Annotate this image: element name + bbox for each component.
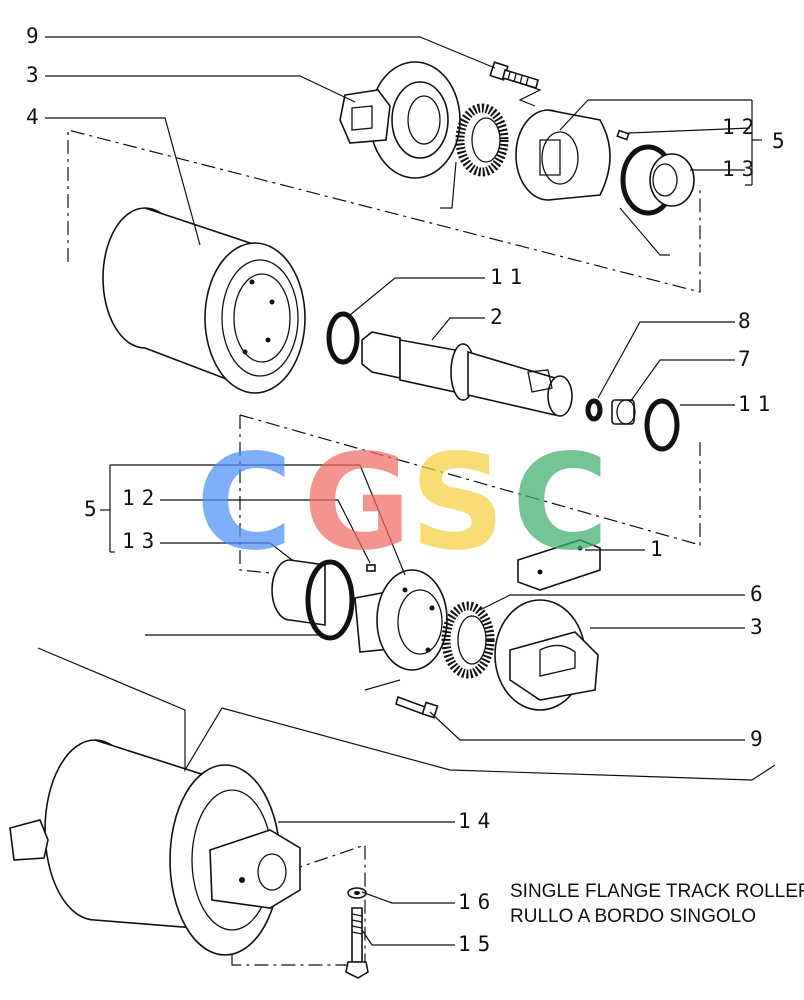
pin-bottom bbox=[366, 564, 376, 572]
callout-7: 7 bbox=[738, 347, 758, 371]
caption-italian: RULLO A BORDO SINGOLO bbox=[510, 906, 756, 927]
roller-body bbox=[102, 207, 306, 394]
washer bbox=[585, 398, 603, 422]
upper-group-outline bbox=[67, 129, 701, 293]
seal-ring-mid bbox=[326, 311, 360, 365]
callout-3-bottom: 3 bbox=[750, 615, 770, 639]
washer-16 bbox=[347, 887, 367, 899]
watermark-letter: C bbox=[196, 426, 293, 580]
caption: SINGLE FLANGE TRACK ROLLER RULLO A BORDO… bbox=[510, 881, 804, 927]
watermark-letter: C bbox=[512, 426, 609, 580]
shaft bbox=[361, 331, 573, 417]
callout-12-left: 12 bbox=[122, 486, 161, 510]
watermark: C G S C bbox=[196, 426, 609, 580]
seal-top bbox=[455, 103, 509, 177]
callout-labels: 9 3 4 12 5 13 11 2 8 7 11 5 12 13 1 6 3 … bbox=[26, 24, 792, 956]
caption-english: SINGLE FLANGE TRACK ROLLER bbox=[510, 881, 804, 902]
bolt-bottom bbox=[395, 695, 439, 719]
callout-13-top: 13 bbox=[722, 157, 761, 181]
callout-3-top: 3 bbox=[26, 63, 46, 87]
watermark-letter: S bbox=[410, 426, 505, 580]
assembled-roller bbox=[9, 739, 301, 956]
end-cap-top bbox=[339, 61, 461, 179]
bolt-top bbox=[489, 61, 539, 90]
callout-8: 8 bbox=[738, 309, 758, 333]
lower-group-outline bbox=[239, 414, 701, 576]
collar-assembly-top bbox=[515, 109, 611, 201]
callout-5-top: 5 bbox=[772, 129, 792, 153]
leader-lines bbox=[37, 36, 776, 946]
callout-14: 14 bbox=[458, 809, 497, 833]
pin-top bbox=[616, 129, 630, 141]
callout-9-bottom: 9 bbox=[750, 727, 770, 751]
callout-12-top: 12 bbox=[722, 115, 761, 139]
callout-15: 15 bbox=[458, 932, 497, 956]
block bbox=[517, 539, 601, 591]
collar-assembly-bottom bbox=[354, 569, 448, 671]
bolt-15 bbox=[345, 907, 369, 979]
callout-9-top: 9 bbox=[26, 24, 46, 48]
end-cap-bottom bbox=[494, 599, 599, 711]
bushing-bottom bbox=[271, 559, 355, 641]
callout-5-left: 5 bbox=[84, 497, 104, 521]
callout-16: 16 bbox=[458, 890, 497, 914]
seal-bottom bbox=[441, 601, 495, 679]
assembly-outline bbox=[231, 844, 366, 966]
callout-11-right: 11 bbox=[738, 392, 777, 416]
callout-4: 4 bbox=[26, 105, 46, 129]
watermark-letter: G bbox=[303, 426, 411, 580]
callout-1: 1 bbox=[650, 537, 670, 561]
callout-2: 2 bbox=[490, 305, 510, 329]
seal-ring-right bbox=[644, 398, 680, 452]
callout-13-left: 13 bbox=[122, 529, 161, 553]
plug bbox=[611, 399, 636, 425]
bushing-top bbox=[620, 144, 695, 216]
callout-6: 6 bbox=[750, 582, 770, 606]
callout-11-mid: 11 bbox=[490, 265, 529, 289]
